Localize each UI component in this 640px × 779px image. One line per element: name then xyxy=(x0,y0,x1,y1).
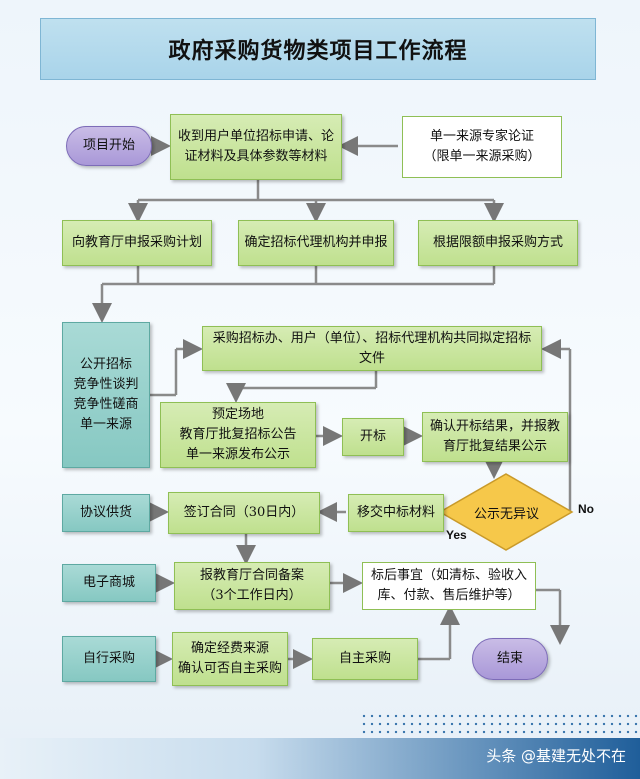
selfbuy-label: 自主采购 xyxy=(338,651,391,666)
funds-line-1: 确定经费来源 xyxy=(190,641,269,656)
venue-line-2: 教育厅批复招标公告 xyxy=(179,427,297,442)
funds-line-2: 确认可否自主采购 xyxy=(177,661,282,676)
confirm-result-box: 确认开标结果，并报教 育厅批复结果公示 xyxy=(422,412,568,462)
venue-box: 预定场地 教育厅批复招标公告 单一来源发布公示 xyxy=(160,402,316,468)
bid-opening-label: 开标 xyxy=(359,429,386,444)
funding-box: 确定经费来源 确认可否自主采购 xyxy=(172,632,288,686)
method-box: 根据限额申报采购方式 xyxy=(418,220,578,266)
no-label: No xyxy=(578,502,594,516)
expert-line-2: （限单一来源采购） xyxy=(423,149,541,164)
watermark-text: 头条 @基建无处不在 xyxy=(486,747,626,765)
start-label: 项目开始 xyxy=(82,138,135,153)
agency-box: 确定招标代理机构并申报 xyxy=(238,220,394,266)
protocol-label: 协议供货 xyxy=(79,505,132,520)
self-procurement-box: 自行采购 xyxy=(62,636,156,682)
end-label: 结束 xyxy=(496,651,523,666)
confirm-line-2: 育厅批复结果公示 xyxy=(442,439,547,454)
method-negotiation: 竞争性谈判 xyxy=(73,377,139,392)
contract-label: 签订合同（30日内） xyxy=(183,505,305,520)
receive-materials-box: 收到用户单位招标申请、论 证材料及具体参数等材料 xyxy=(170,114,342,180)
venue-line-1: 预定场地 xyxy=(211,407,264,422)
filing-line-2: （3个工作日内） xyxy=(202,588,302,603)
end-node: 结束 xyxy=(472,638,548,680)
decision-diamond xyxy=(438,473,574,551)
method-label: 根据限额申报采购方式 xyxy=(432,235,563,250)
contract-box: 签订合同（30日内） xyxy=(168,492,320,534)
expert-line-1: 单一来源专家论证 xyxy=(429,129,534,144)
method-single-source: 单一来源 xyxy=(79,417,132,432)
venue-line-3: 单一来源发布公示 xyxy=(185,447,290,462)
draft-line-1: 采购招标办、用户（单位）、招标代理机构共同拟定招标 xyxy=(212,330,532,346)
title-banner: 政府采购货物类项目工作流程 xyxy=(40,18,596,80)
bid-opening-box: 开标 xyxy=(342,418,404,456)
draft-documents-box: 采购招标办、用户（单位）、招标代理机构共同拟定招标 文件 xyxy=(202,326,542,371)
receive-line-2: 证材料及具体参数等材料 xyxy=(184,149,328,164)
contract-filing-box: 报教育厅合同备案 （3个工作日内） xyxy=(174,562,330,610)
agency-label: 确定招标代理机构并申报 xyxy=(244,235,388,250)
expert-review-box: 单一来源专家论证 （限单一来源采购） xyxy=(402,116,562,178)
after-line-2: 库、付款、售后维护等） xyxy=(377,588,521,603)
self-purchase-box: 自主采购 xyxy=(312,638,418,680)
yes-label: Yes xyxy=(446,528,467,542)
start-node: 项目开始 xyxy=(66,126,152,166)
method-consultation: 竞争性磋商 xyxy=(73,397,139,412)
emall-box: 电子商城 xyxy=(62,564,156,602)
post-award-box: 标后事宜（如清标、验收入 库、付款、售后维护等） xyxy=(362,562,536,610)
decision-label: 公示无异议 xyxy=(474,507,540,522)
decorative-dots xyxy=(360,712,640,738)
plan-label: 向教育厅申报采购计划 xyxy=(71,235,202,250)
page-title: 政府采购货物类项目工作流程 xyxy=(168,38,468,64)
transfer-label: 移交中标材料 xyxy=(356,505,435,520)
transfer-box: 移交中标材料 xyxy=(348,494,444,532)
receive-line-1: 收到用户单位招标申请、论 xyxy=(177,129,334,144)
self-label: 自行采购 xyxy=(82,651,135,666)
protocol-supply-box: 协议供货 xyxy=(62,494,150,532)
after-line-1: 标后事宜（如清标、验收入 xyxy=(370,568,527,583)
procurement-methods-box: 公开招标 竞争性谈判 竞争性磋商 单一来源 xyxy=(62,322,150,468)
footer-strip xyxy=(0,738,640,779)
emall-label: 电子商城 xyxy=(82,575,135,590)
method-open-tender: 公开招标 xyxy=(79,357,132,372)
plan-box: 向教育厅申报采购计划 xyxy=(62,220,212,266)
filing-line-1: 报教育厅合同备案 xyxy=(199,568,304,583)
draft-line-2: 文件 xyxy=(358,350,385,366)
confirm-line-1: 确认开标结果，并报教 xyxy=(429,419,560,434)
